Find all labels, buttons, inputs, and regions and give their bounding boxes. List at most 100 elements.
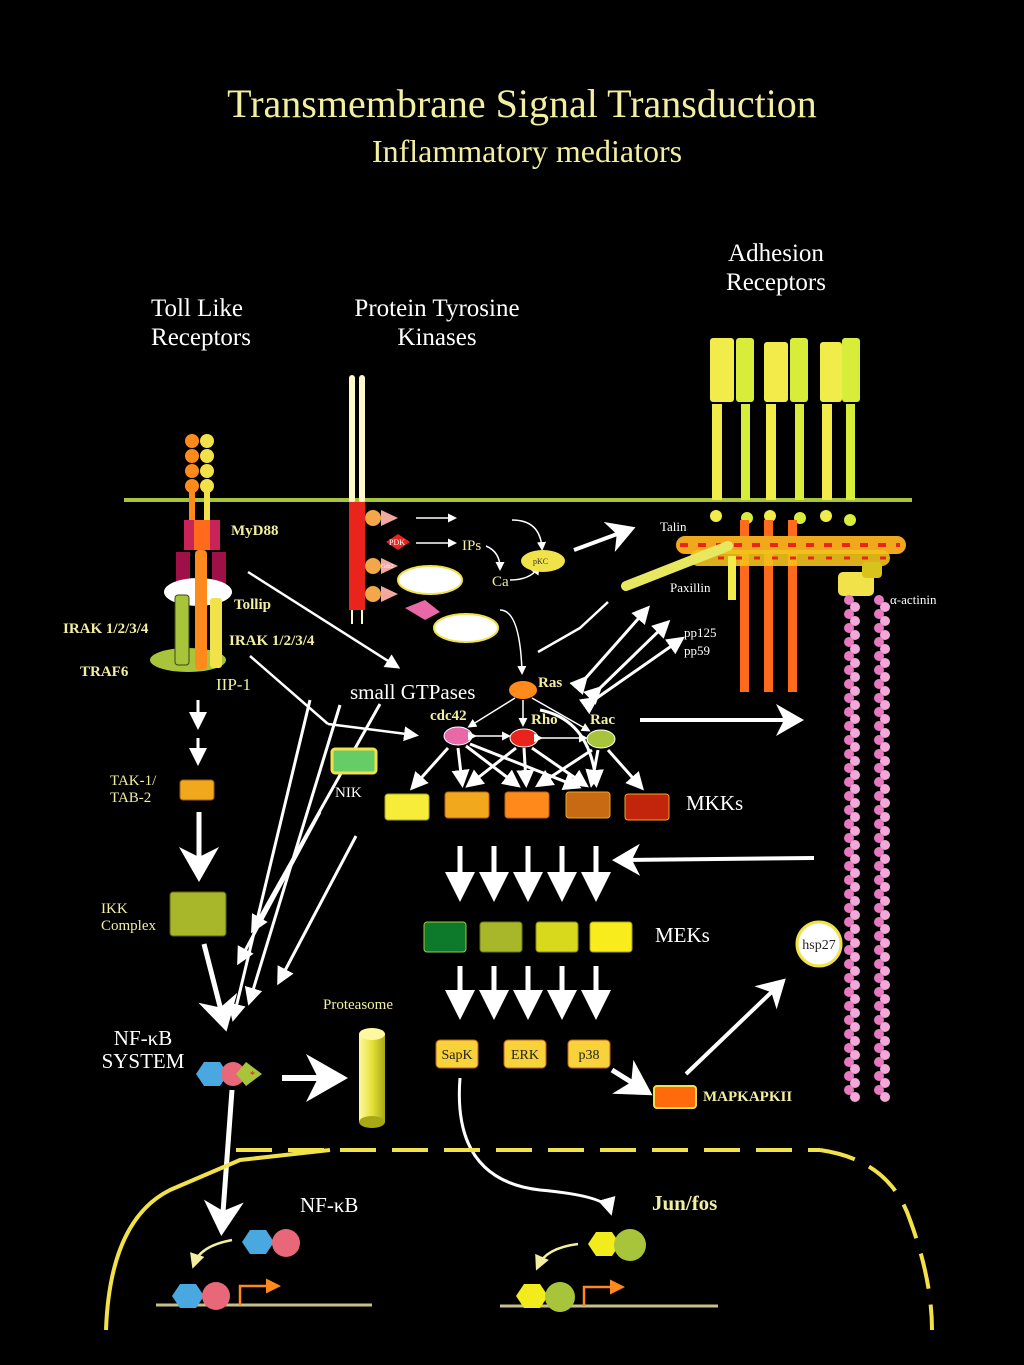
actin-bead: [850, 672, 860, 682]
ptk-header-2: Kinases: [397, 324, 476, 351]
actin-bead: [850, 812, 860, 822]
arrow-gtp-nfkb-1: [228, 699, 312, 1022]
arrow-ras-cdc42: [467, 697, 516, 728]
actin-bead: [850, 1008, 860, 1018]
rho-label: Rho: [531, 712, 558, 728]
actin-bead: [874, 651, 884, 661]
ras-node: [509, 681, 537, 699]
actin-bead: [880, 1078, 890, 1088]
arrow-pp125-rac: [579, 636, 685, 715]
irak-right-label: IRAK 1/2/3/4: [229, 633, 315, 649]
mapkapkii-box: [653, 1085, 697, 1109]
actin-bead: [880, 924, 890, 934]
toll-like-header-2: Receptors: [151, 324, 251, 351]
actin-bead: [844, 1043, 854, 1053]
sapk-box: [435, 1039, 479, 1069]
actin-bead: [880, 742, 890, 752]
ptk-header-1: Protein Tyrosine: [354, 295, 519, 322]
mek-box-4: [589, 921, 633, 953]
actin-bead: [850, 784, 860, 794]
actin-bead: [844, 791, 854, 801]
tollip-label: Tollip: [234, 597, 271, 613]
toll-like-header-1: Toll Like: [151, 295, 243, 322]
actin-bead: [844, 847, 854, 857]
p38-label: p38: [579, 1048, 600, 1063]
actin-bead: [850, 756, 860, 766]
actin-bead: [880, 896, 890, 906]
adhesion-header-1: Adhesion: [728, 240, 824, 267]
actin-bead: [874, 721, 884, 731]
arrow-ips-ca: [485, 545, 505, 571]
actin-bead: [874, 1015, 884, 1025]
erk-box: [503, 1039, 547, 1069]
traf6-label: TRAF6: [80, 664, 129, 680]
sos-label-1: SOS: [425, 575, 440, 584]
actin-bead: [850, 798, 860, 808]
actin-bead: [880, 616, 890, 626]
actin-bead: [880, 1036, 890, 1046]
actin-bead: [874, 889, 884, 899]
actin-bead: [880, 714, 890, 724]
hsp27-label: hsp27: [802, 938, 835, 953]
actin-bead: [844, 973, 854, 983]
actin-bead: [844, 917, 854, 927]
arrow-tlr-cdc42: [327, 722, 419, 742]
actin-bead: [844, 665, 854, 675]
actin-bead: [844, 749, 854, 759]
actin-bead: [850, 952, 860, 962]
cdc42-node: [443, 726, 473, 746]
mkk-box-5: [624, 793, 670, 821]
actin-bead: [850, 1022, 860, 1032]
actin-bead: [844, 875, 854, 885]
actin-bead: [850, 630, 860, 640]
actin-bead: [844, 679, 854, 689]
actin-bead: [874, 791, 884, 801]
actin-filaments: [844, 595, 890, 1102]
actin-bead: [880, 658, 890, 668]
actin-bead: [880, 784, 890, 794]
actin-bead: [844, 1001, 854, 1011]
actin-bead: [850, 896, 860, 906]
actin-bead: [880, 854, 890, 864]
actin-bead: [874, 1043, 884, 1053]
page-title: Transmembrane Signal Transduction: [227, 81, 817, 126]
actin-bead: [844, 805, 854, 815]
actin-bead: [874, 805, 884, 815]
actin-bead: [880, 686, 890, 696]
arrow-tlr-gtp-2: [249, 655, 329, 725]
sos-label-2: SOS: [461, 624, 476, 633]
actin-bead: [880, 630, 890, 640]
arrow-p38-mapkapkii: [610, 1059, 653, 1096]
hsp27-node: [795, 920, 843, 968]
pp125-label: pp125: [684, 625, 717, 640]
ca-label: Ca: [492, 574, 509, 590]
actin-bead: [880, 868, 890, 878]
arrow-nik-nfkb-2: [277, 835, 358, 986]
arrow-junfos-dna: [535, 1242, 579, 1271]
pp59-label: pp59: [684, 643, 710, 658]
actin-bead: [874, 917, 884, 927]
mek-box-3: [535, 921, 579, 953]
tab2-label: TAB-2: [110, 790, 151, 806]
nfkb-system-circle: [221, 1062, 245, 1086]
actin-bead: [844, 1015, 854, 1025]
page-subtitle: Inflammatory mediators: [372, 133, 682, 169]
actin-bead: [880, 602, 890, 612]
actin-bead: [850, 742, 860, 752]
actin-bead: [844, 609, 854, 619]
actin-bead: [874, 1085, 884, 1095]
mkk-box-3: [504, 791, 550, 819]
actin-bead: [880, 952, 890, 962]
actin-bead: [850, 1078, 860, 1088]
actin-bead: [874, 777, 884, 787]
adhesion-header-2: Receptors: [726, 269, 826, 296]
mapkapkii-label: MAPKAPKII: [703, 1089, 792, 1105]
actin-bead: [844, 833, 854, 843]
actin-bead: [874, 679, 884, 689]
actin-bead: [844, 945, 854, 955]
actin-bead: [880, 1064, 890, 1074]
actin-bead: [850, 1050, 860, 1060]
gtpase-to-mkk-arrows: [409, 708, 644, 791]
actin-bead: [880, 770, 890, 780]
actin-bead: [850, 1036, 860, 1046]
